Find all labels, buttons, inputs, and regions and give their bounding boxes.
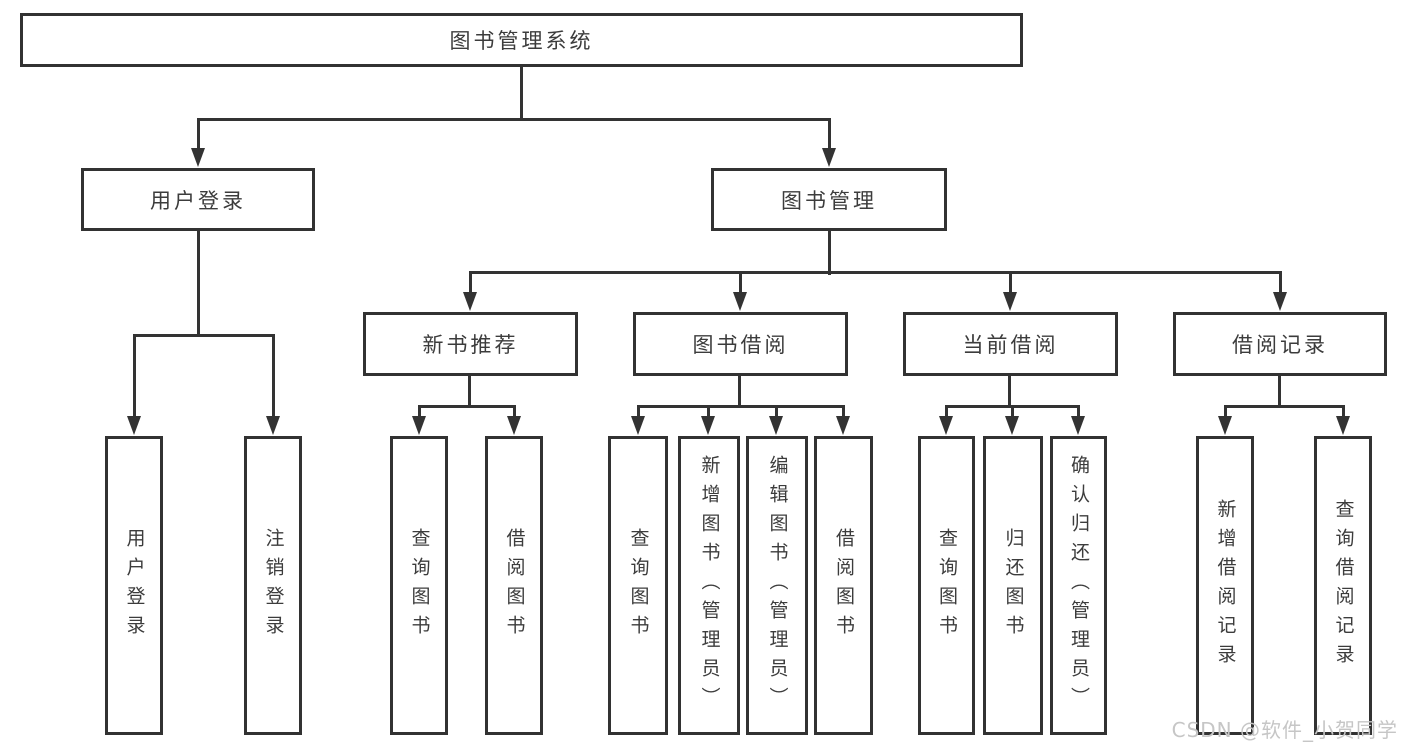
node-user-login-label: 用户登录 [150,188,246,213]
connector-line [1224,405,1345,408]
leaf-recommend-query-book: 查询图书 [390,436,448,735]
arrow-down-icon [1218,416,1232,435]
arrow-down-icon [1071,416,1085,435]
connector-line [637,405,640,420]
connector-line [775,405,778,420]
node-user-login: 用户登录 [81,168,315,231]
arrow-down-icon [733,292,747,311]
node-root-label: 图书管理系统 [449,29,594,53]
arrow-down-icon [1005,416,1019,435]
arrow-down-icon [939,416,953,435]
connector-line [272,334,275,420]
connector-line [1008,376,1011,407]
leaf-user-login-label: 用户登录 [123,527,146,644]
connector-line [707,405,710,420]
arrow-down-icon [822,148,836,167]
connector-line [1224,405,1227,420]
arrow-down-icon [191,148,205,167]
leaf-return-book-label: 归还图书 [1002,527,1025,644]
node-book-borrowing: 图书借阅 [633,312,848,376]
leaf-query-borrow-record-label: 查询借阅记录 [1332,498,1355,673]
arrow-down-icon [631,416,645,435]
connector-line [468,376,471,407]
leaf-borrowing-borrow-book: 借阅图书 [814,436,873,735]
connector-line [637,405,845,408]
connector-line [197,118,200,152]
leaf-borrowing-query-book: 查询图书 [608,436,668,735]
leaf-confirm-return-admin-label: 确认归还（管理员） [1068,455,1090,716]
leaf-edit-book-admin-label: 编辑图书（管理员） [766,455,789,716]
arrow-down-icon [1003,292,1017,311]
connector-line [1342,405,1345,420]
connector-line [738,376,741,407]
connector-line [1279,271,1282,296]
connector-line [1278,376,1281,407]
leaf-add-borrow-record: 新增借阅记录 [1196,436,1254,735]
connector-line [133,334,275,337]
connector-line [418,405,421,420]
node-book-borrowing-label: 图书借阅 [692,333,789,357]
leaf-add-book-admin: 新增图书（管理员） [678,436,740,735]
connector-line [828,231,831,275]
node-book-management: 图书管理 [711,168,947,231]
node-borrowing-records-label: 借阅记录 [1232,333,1328,357]
arrow-down-icon [463,292,477,311]
leaf-edit-book-admin: 编辑图书（管理员） [746,436,808,735]
connector-line [197,231,200,337]
arrow-down-icon [507,416,521,435]
leaf-add-borrow-record-label: 新增借阅记录 [1214,498,1237,673]
connector-line [945,405,948,420]
node-current-borrowing-label: 当前借阅 [962,333,1059,357]
arrow-down-icon [127,416,141,435]
connector-line [739,271,742,296]
node-borrowing-records: 借阅记录 [1173,312,1387,376]
connector-line [469,271,1282,274]
leaf-query-borrow-record: 查询借阅记录 [1314,436,1372,735]
node-root: 图书管理系统 [20,13,1023,67]
node-book-management-label: 图书管理 [781,188,877,213]
connector-line [513,405,516,420]
connector-line [418,405,516,408]
connector-line [842,405,845,420]
leaf-current-query-book-label: 查询图书 [936,527,958,644]
leaf-confirm-return-admin: 确认归还（管理员） [1050,436,1107,735]
leaf-borrowing-borrow-book-label: 借阅图书 [833,527,855,644]
leaf-borrowing-query-book-label: 查询图书 [627,527,650,644]
leaf-logout-label: 注销登录 [262,527,285,644]
leaf-current-query-book: 查询图书 [918,436,975,735]
connector-line [197,118,831,121]
leaf-add-book-admin-label: 新增图书（管理员） [698,455,721,716]
leaf-recommend-borrow-book-label: 借阅图书 [503,527,526,644]
node-new-book-recommend-label: 新书推荐 [422,333,519,357]
connector-line [520,67,523,120]
leaf-recommend-query-book-label: 查询图书 [408,527,431,644]
arrow-down-icon [412,416,426,435]
arrow-down-icon [1336,416,1350,435]
watermark: CSDN @软件_小贺同学 [1171,718,1398,742]
node-new-book-recommend: 新书推荐 [363,312,578,376]
leaf-recommend-borrow-book: 借阅图书 [485,436,543,735]
connector-line [828,118,831,152]
connector-line [1077,405,1080,420]
arrow-down-icon [836,416,850,435]
arrow-down-icon [1273,292,1287,311]
node-current-borrowing: 当前借阅 [903,312,1118,376]
arrow-down-icon [266,416,280,435]
leaf-user-login: 用户登录 [105,436,163,735]
connector-line [133,334,136,420]
arrow-down-icon [769,416,783,435]
connector-line [1011,405,1014,420]
arrow-down-icon [701,416,715,435]
leaf-logout: 注销登录 [244,436,302,735]
connector-line [469,271,472,296]
connector-line [1009,271,1012,296]
leaf-return-book: 归还图书 [983,436,1043,735]
